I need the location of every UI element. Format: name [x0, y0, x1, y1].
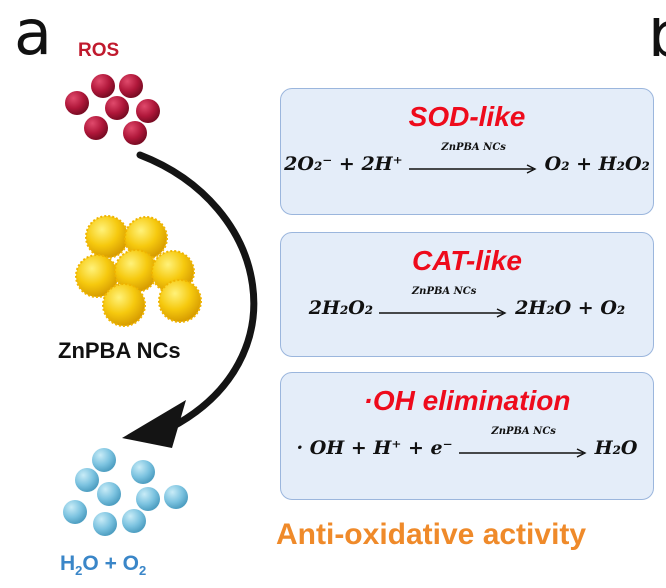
product-label: H2O + O2 [60, 552, 147, 579]
catalyst-label: ZnPBA NCs [58, 338, 181, 363]
catalyst-label: ZnPBA NCs [441, 142, 506, 153]
equation-lhs: · OH + H⁺ + e⁻ [296, 437, 453, 459]
equation-rhs: O₂ + H₂O₂ [544, 153, 650, 175]
ros-label: ROS [78, 40, 120, 61]
catalyst-label: ZnPBA NCs [491, 426, 556, 437]
catalyst-label: ZnPBA NCs [411, 286, 477, 297]
reaction-arrow-icon: ZnPBA NCs [379, 286, 509, 320]
panel-label-a: a [14, 0, 52, 69]
equation-rhs: H₂O [594, 437, 638, 459]
box-title: ·OH elimination [363, 385, 571, 416]
equation: 2O₂⁻ + 2H⁺ ZnPBA NCs O₂ + H₂O₂ [281, 142, 653, 176]
sod-like-box: SOD-like 2O₂⁻ + 2H⁺ ZnPBA NCs O₂ + H₂O₂ [280, 88, 654, 215]
equation-lhs: 2O₂⁻ + 2H⁺ [284, 153, 403, 175]
cat-like-box: CAT-like 2H₂O₂ ZnPBA NCs 2H₂O + O₂ [280, 232, 654, 357]
box-title: SOD-like [408, 101, 526, 132]
equation-rhs: 2H₂O + O₂ [515, 297, 626, 319]
panel-label-b: b [648, 18, 666, 76]
footer-caption: Anti-oxidative activity [276, 518, 587, 551]
reaction-arrow [122, 151, 258, 448]
equation-lhs: 2H₂O₂ [308, 297, 374, 319]
nanocrystal-cluster [75, 215, 202, 327]
water-cluster [63, 448, 188, 536]
reaction-arrow-icon: ZnPBA NCs [458, 426, 589, 460]
ros-cluster [65, 74, 160, 145]
equation: 2H₂O₂ ZnPBA NCs 2H₂O + O₂ [281, 286, 653, 320]
box-title: CAT-like [412, 245, 522, 276]
reaction-arrow-icon: ZnPBA NCs [408, 142, 539, 176]
